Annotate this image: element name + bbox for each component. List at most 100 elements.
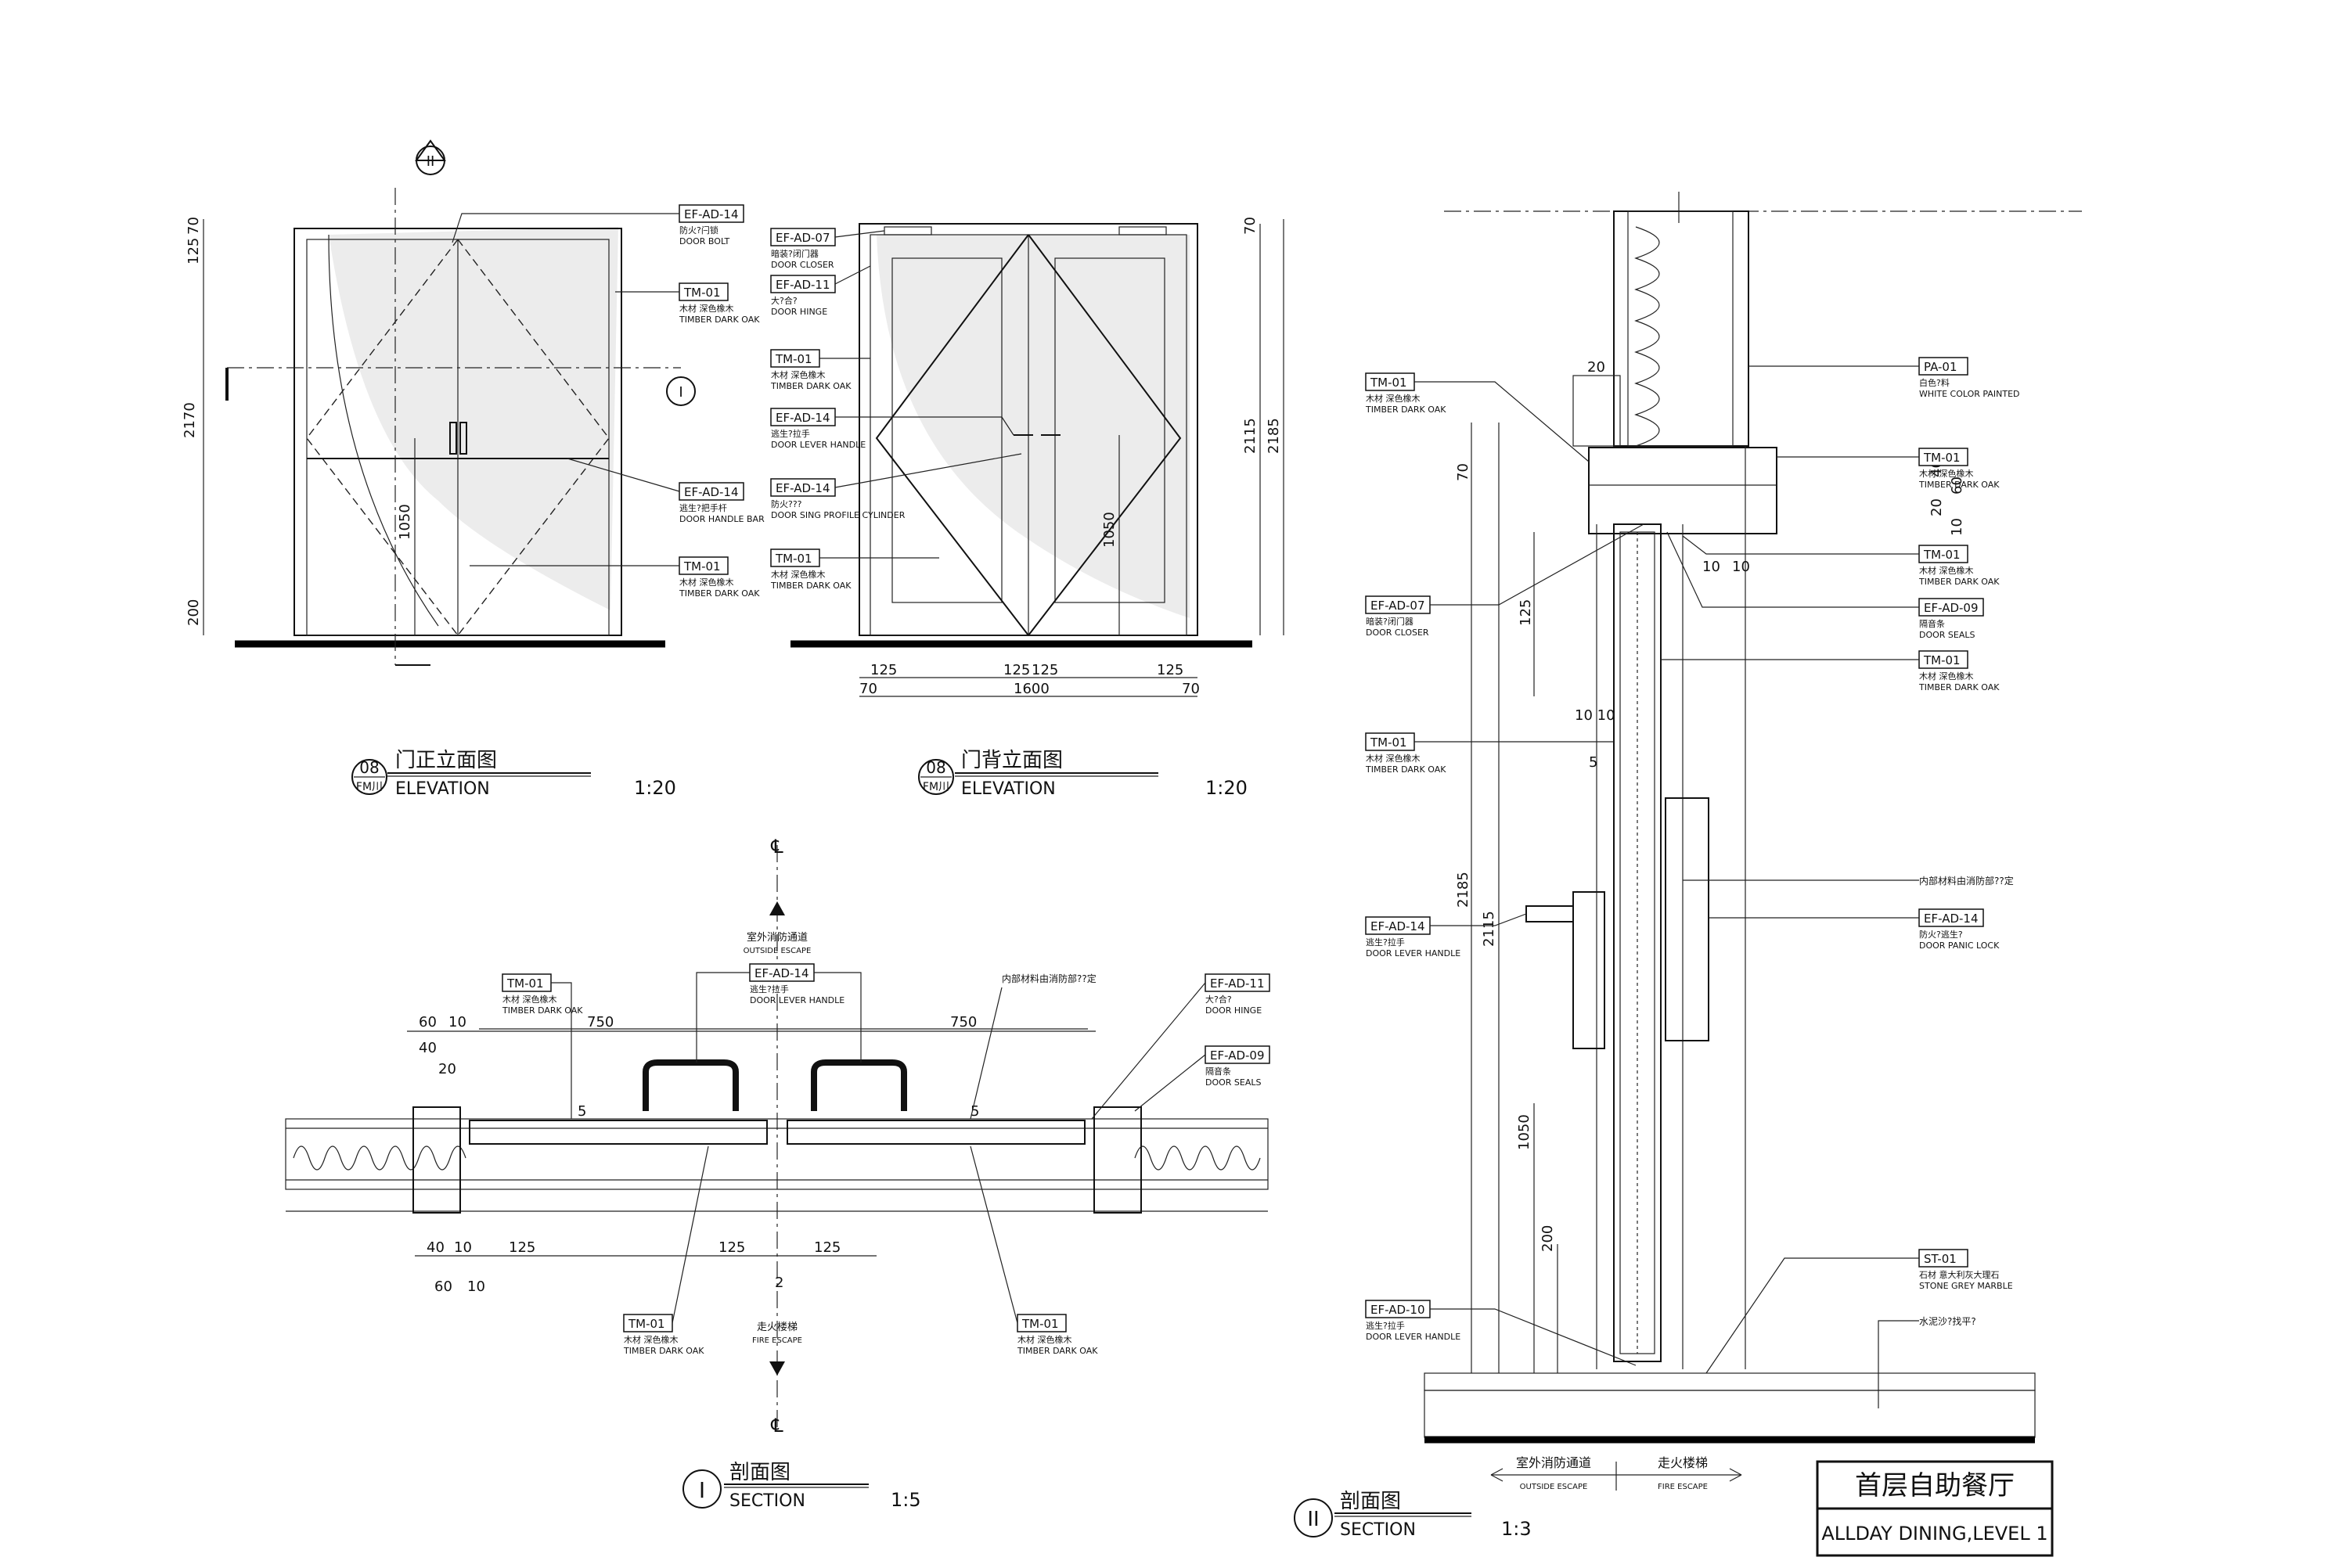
front-tag-timber-1: TM-01 木材 深色橡木 TIMBER DARK OAK [615, 282, 760, 325]
back-tag-door-hinge: EF-AD-11 大?合? DOOR HINGE [770, 265, 871, 317]
dim-handle: 1050 [397, 504, 413, 540]
dim-bottom: 200 [185, 599, 202, 626]
section-ii-door-leaf [1613, 523, 1662, 1362]
section-i-outside-en: OUTSIDE ESCAPE [744, 947, 812, 955]
sec-i-dim-b125c: 125 [814, 1239, 841, 1256]
sec-i-dim-right-750: 750 [950, 1014, 977, 1030]
svg-text:木材 深色橡木: 木材 深色橡木 [1919, 671, 1974, 682]
svg-text:TIMBER DARK OAK: TIMBER DARK OAK [1918, 577, 2000, 587]
svg-text:DOOR SEALS: DOOR SEALS [1919, 630, 1975, 640]
section-i-outside-cn: 室外消防通道 [747, 931, 808, 944]
section-i-scale: 1:5 [891, 1489, 921, 1511]
svg-text:TIMBER DARK OAK: TIMBER DARK OAK [770, 381, 852, 391]
svg-text:木材 深色橡木: 木材 深色橡木 [502, 994, 557, 1005]
sec-ii-dim-125: 125 [1518, 599, 1534, 626]
svg-text:隔音条: 隔音条 [1205, 1066, 1231, 1077]
sec-ii-right-tag-timber-1: TM-01 木材 深色橡木 TIMBER DARK OAK [1777, 448, 2000, 490]
svg-text:EF-AD-07: EF-AD-07 [776, 231, 830, 245]
section-marker-i-label: I [679, 384, 682, 401]
svg-text:防火?闩锁: 防火?闩锁 [679, 225, 718, 236]
sec-ii-dim-60: 60 [1949, 477, 1965, 494]
svg-text:暗装?闭门器: 暗装?闭门器 [1366, 616, 1413, 627]
sec-ii-right-tag-paint: PA-01 白色?料 WHITE COLOR PAINTED [1748, 357, 2020, 399]
svg-text:EF-AD-10: EF-AD-10 [1370, 1303, 1425, 1317]
sec-i-dim-b40: 40 [427, 1239, 445, 1256]
section-i-note: 内部材料由消防部??定 [1002, 973, 1097, 984]
dim-upper: 125 [185, 238, 202, 264]
back-dim-height-b: 2185 [1266, 418, 1282, 454]
screed [1424, 1390, 2036, 1438]
svg-text:逃生?拉手: 逃生?拉手 [1366, 1320, 1405, 1331]
front-title-en: ELEVATION [395, 779, 490, 799]
section-ii-wall [1613, 210, 1749, 447]
section-ii-header [1588, 447, 1777, 534]
section-i-inside-cn: 走火楼梯 [757, 1322, 798, 1333]
back-title-marker [918, 759, 954, 795]
sec-i-dim-left-750: 750 [587, 1014, 614, 1030]
svg-text:EF-AD-11: EF-AD-11 [1210, 976, 1265, 991]
section-ii-lever [1572, 891, 1605, 1049]
sec-i-dim-10: 10 [448, 1014, 466, 1030]
back-dim-total-width: 1600 [1014, 681, 1050, 697]
front-tag-handle-bar: EF-AD-14 逃生?把手杆 DOOR HANDLE BAR [567, 458, 765, 524]
svg-text:TM-01: TM-01 [775, 352, 812, 366]
svg-text:PA-01: PA-01 [1924, 360, 1957, 374]
dim-total: 2170 [182, 402, 198, 438]
sec-ii-dim-20: 20 [1587, 359, 1605, 376]
svg-text:DOOR HINGE: DOOR HINGE [1205, 1005, 1262, 1016]
svg-text:DOOR LEVER HANDLE: DOOR LEVER HANDLE [1366, 948, 1460, 958]
sec-ii-dim-5: 5 [1589, 754, 1597, 771]
svg-text:EF-AD-11: EF-AD-11 [776, 278, 830, 292]
section-ii-inside-en: FIRE ESCAPE [1658, 1483, 1708, 1491]
section-i-leaf-left [469, 1120, 768, 1145]
sec-i-dim-b60: 60 [434, 1278, 452, 1295]
sec-ii-left-tag-lever-handle: EF-AD-14 逃生?拉手 DOOR LEVER HANDLE [1365, 913, 1527, 958]
svg-text:逃生?拉手: 逃生?拉手 [750, 984, 789, 994]
svg-text:DOOR PANIC LOCK: DOOR PANIC LOCK [1919, 940, 2000, 951]
svg-text:TIMBER DARK OAK: TIMBER DARK OAK [502, 1005, 583, 1016]
title-block: 首层自助餐厅 ALLDAY DINING,LEVEL 1 [1816, 1460, 2054, 1557]
sec-ii-dim-2115: 2115 [1481, 911, 1497, 947]
svg-text:TM-01: TM-01 [628, 1317, 665, 1331]
sec-i-tag-timber-right: TM-01 木材 深色橡木 TIMBER DARK OAK [970, 1145, 1098, 1356]
svg-text:逃生?拉手: 逃生?拉手 [1366, 937, 1405, 948]
svg-text:DOOR CLOSER: DOOR CLOSER [771, 260, 834, 270]
back-elevation: 70 2115 2185 1050 125 125 125 125 70 70 … [770, 217, 1284, 799]
back-tag-timber-1: TM-01 木材 深色橡木 TIMBER DARK OAK [770, 349, 870, 391]
sec-i-tag-door-seals: EF-AD-09 隔音条 DOOR SEALS [1134, 1045, 1270, 1112]
sec-i-dim-b125b: 125 [718, 1239, 745, 1256]
sec-ii-left-tag-door-closer: EF-AD-07 暗装?闭门器 DOOR CLOSER [1365, 523, 1644, 638]
svg-text:ST-01: ST-01 [1924, 1252, 1957, 1266]
svg-text:木材 深色橡木: 木材 深色橡木 [679, 577, 734, 588]
back-dim-top: 70 [1242, 217, 1259, 235]
section-ii-marker: II [1307, 1508, 1319, 1531]
section-ii-scale: 1:3 [1501, 1518, 1532, 1540]
section-marker-ii-label: II [427, 153, 435, 170]
svg-text:EF-AD-07: EF-AD-07 [1370, 599, 1425, 613]
section-ii-insulation [1634, 226, 1660, 447]
back-dim-w6: 70 [1182, 681, 1200, 697]
svg-text:TM-01: TM-01 [1923, 548, 1961, 562]
section-i-title-cn: 剖面图 [729, 1461, 790, 1484]
svg-text:TIMBER DARK OAK: TIMBER DARK OAK [1365, 405, 1446, 415]
svg-text:EF-AD-14: EF-AD-14 [754, 966, 809, 980]
svg-text:隔音条: 隔音条 [1919, 618, 1945, 629]
section-i-title-marker [682, 1469, 722, 1509]
sec-i-dim-b5: 5 [578, 1103, 586, 1120]
section-i-frame-right [1093, 1106, 1142, 1214]
back-scale: 1:20 [1205, 777, 1248, 799]
sec-i-tag-lever-handle: EF-AD-14 逃生?拉手 DOOR LEVER HANDLE [696, 963, 862, 1063]
sec-ii-right-tag-stone: ST-01 石材 意大利灰大理石 STONE GREY MARBLE [1705, 1249, 2013, 1374]
section-i-title-en: SECTION [729, 1491, 805, 1511]
back-tag-lever-handle: EF-AD-14 逃生?拉手 DOOR LEVER HANDLE [770, 408, 1014, 450]
svg-text:TIMBER DARK OAK: TIMBER DARK OAK [770, 581, 852, 591]
svg-text:EF-AD-14: EF-AD-14 [684, 207, 739, 221]
sec-ii-dim-10c: 10 [1732, 559, 1750, 575]
back-left-vision-panel [891, 257, 1003, 603]
insulation-right [1134, 1145, 1261, 1171]
section-ii-outside-cn: 室外消防通道 [1516, 1455, 1591, 1470]
back-dim-w3: 125 [1032, 662, 1058, 678]
front-tag-timber-2: TM-01 木材 深色橡木 TIMBER DARK OAK [470, 556, 760, 599]
sec-ii-dim-10b: 10 [1702, 559, 1720, 575]
back-dim-w4: 125 [1157, 662, 1183, 678]
